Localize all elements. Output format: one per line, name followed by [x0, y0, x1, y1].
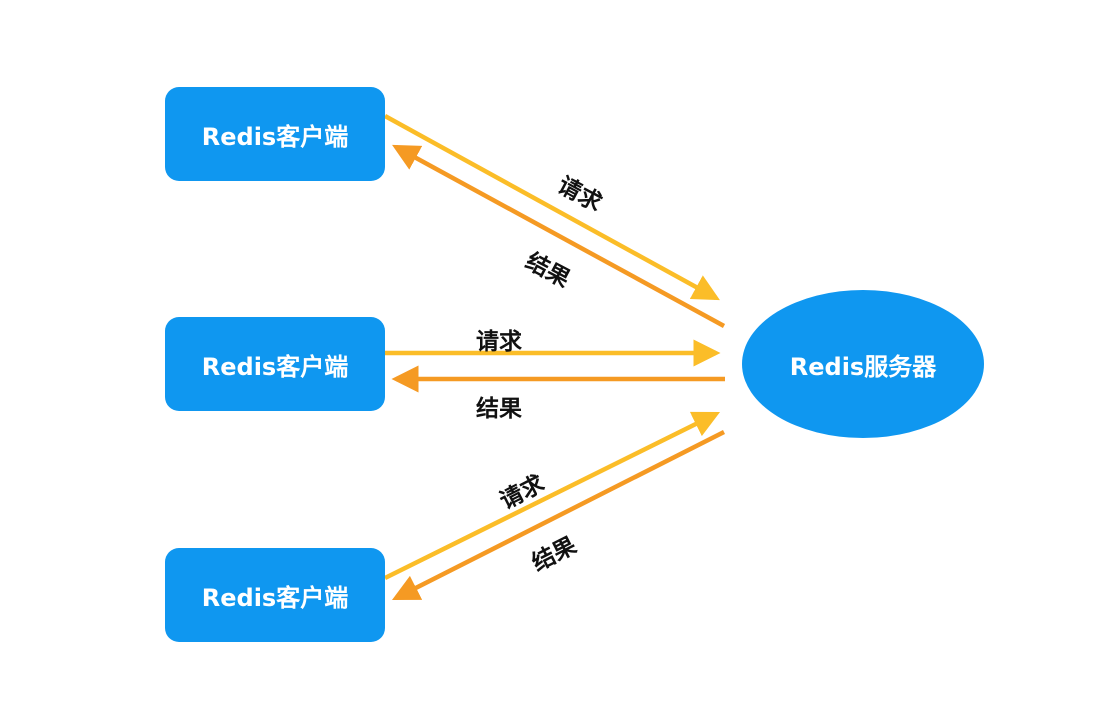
request-arrow-3: [384, 411, 721, 581]
redis-server-label: Redis服务器: [789, 352, 937, 381]
request-arrow-1: [383, 114, 720, 301]
redis-server-node: Redis服务器: [742, 290, 984, 438]
response-arrow-1: [392, 144, 726, 328]
response-label-2: 结果: [476, 396, 522, 422]
redis-client-label-3: Redis客户端: [201, 583, 349, 612]
redis-client-label-2: Redis客户端: [201, 352, 349, 381]
redis-client-node-3: Redis客户端: [165, 548, 385, 642]
response-arrow-3: [391, 429, 726, 601]
redis-client-node-2: Redis客户端: [165, 317, 385, 411]
request-label-2: 请求: [476, 329, 522, 355]
redis-client-label-1: Redis客户端: [201, 122, 349, 151]
redis-client-node-1: Redis客户端: [165, 87, 385, 181]
